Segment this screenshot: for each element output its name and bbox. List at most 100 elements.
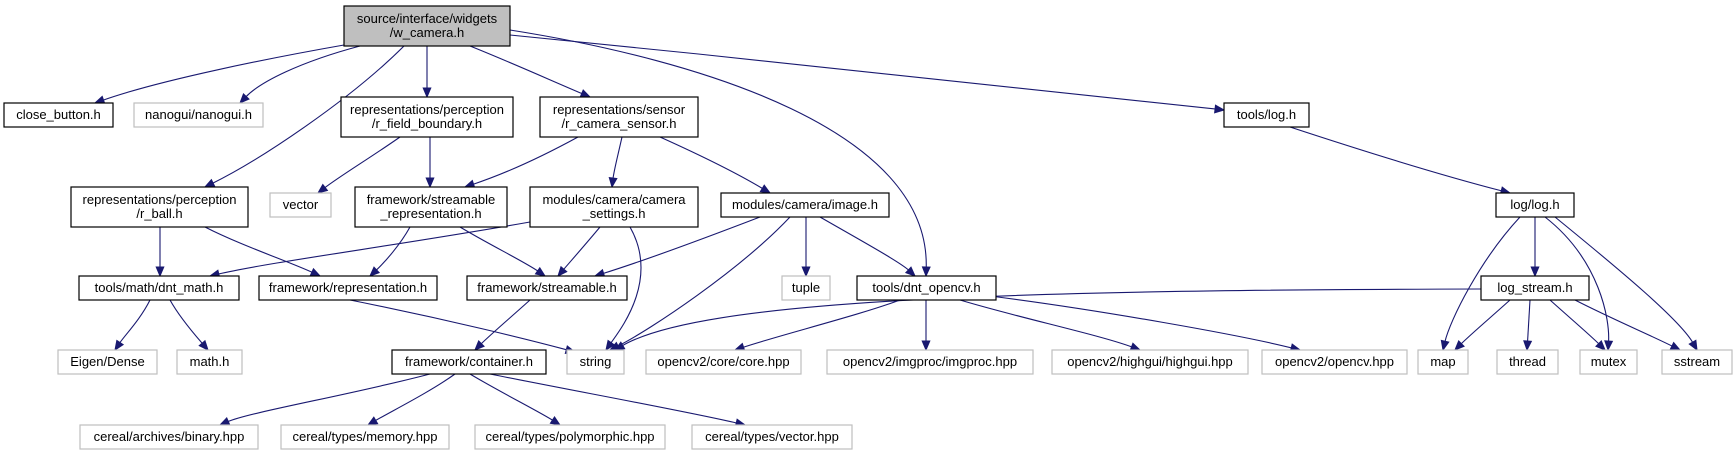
node-streamable[interactable]: framework/streamable.h	[466, 275, 628, 301]
edge-camera_settings-to-string	[605, 226, 642, 352]
node-box	[566, 349, 625, 375]
node-close-button[interactable]: close_button.h	[3, 102, 114, 128]
node-r-camera-sensor[interactable]: representations/sensor/r_camera_sensor.h	[539, 96, 699, 138]
node-box	[258, 275, 438, 301]
node-box	[340, 96, 514, 138]
node-label-line: framework/container.h	[405, 354, 533, 369]
edge-arrowhead	[921, 340, 931, 352]
node-box	[529, 186, 699, 228]
edge-image-to-string	[608, 216, 791, 351]
edge-arrowhead	[921, 266, 931, 278]
edge-log_log-to-sstream	[1554, 216, 1698, 352]
node-label-line: close_button.h	[16, 107, 101, 122]
edge-image-to-tuple	[801, 217, 811, 278]
edge-line	[217, 221, 531, 275]
edge-r_field_boundary-to-streamable_representation	[425, 137, 435, 189]
edge-camera_settings-to-streamable	[557, 226, 601, 277]
node-image[interactable]: modules/camera/image.h	[720, 192, 890, 218]
node-label-line: framework/streamable	[367, 192, 496, 207]
edge-arrowhead	[1669, 341, 1682, 351]
node-binary-hpp: cereal/archives/binary.hpp	[79, 424, 259, 450]
node-label-line: modules/camera/image.h	[732, 197, 878, 212]
node-polymorphic-hpp: cereal/types/polymorphic.hpp	[474, 424, 666, 450]
node-label-line: framework/representation.h	[269, 280, 427, 295]
node-r-ball[interactable]: representations/perception/r_ball.h	[70, 186, 249, 228]
node-label-line: _representation.h	[379, 206, 481, 221]
node-label-line: tuple	[792, 280, 820, 295]
edge-log_log-to-map	[1440, 216, 1521, 352]
edge-dnt_opencv-to-core_hpp	[733, 299, 901, 352]
node-r-field-boundary[interactable]: representations/perception/r_field_bound…	[340, 96, 514, 138]
node-camera-settings[interactable]: modules/camera/camera_settings.h	[529, 186, 699, 228]
node-label-line: sstream	[1674, 354, 1720, 369]
node-box	[691, 424, 853, 450]
edge-log_stream-to-thread	[1523, 299, 1533, 352]
edge-line	[349, 299, 568, 351]
node-label-line: map	[1430, 354, 1455, 369]
edge-w_camera-to-dnt_opencv	[509, 29, 931, 278]
node-dnt-opencv[interactable]: tools/dnt_opencv.h	[856, 275, 997, 301]
edge-r_camera_sensor-to-image	[659, 136, 772, 194]
node-label-line: /r_ball.h	[136, 206, 182, 221]
node-w-camera[interactable]: source/interface/widgets/w_camera.h	[343, 5, 511, 47]
node-highgui-hpp: opencv2/highgui/highgui.hpp	[1051, 349, 1249, 375]
node-representation[interactable]: framework/representation.h	[258, 275, 438, 301]
node-label-line: tools/log.h	[1237, 107, 1296, 122]
node-label-line: representations/perception	[350, 102, 504, 117]
edge-streamable-to-container	[474, 299, 531, 351]
node-vector: vector	[269, 192, 332, 218]
edge-arrowhead	[557, 265, 568, 277]
node-container[interactable]: framework/container.h	[391, 349, 547, 375]
edge-line	[1554, 216, 1694, 344]
node-tools-log[interactable]: tools/log.h	[1223, 102, 1310, 128]
node-label-line: opencv2/core/core.hpp	[657, 354, 789, 369]
edge-arrowhead	[366, 416, 379, 426]
edge-w_camera-to-r_camera_sensor	[469, 45, 592, 98]
node-dnt-math[interactable]: tools/math/dnt_math.h	[78, 275, 240, 301]
node-label-line: opencv2/imgproc/imgproc.hpp	[843, 354, 1017, 369]
edge-line	[375, 226, 411, 271]
edge-line	[489, 373, 738, 424]
edge-arrowhead	[218, 417, 231, 426]
node-nanogui: nanogui/nanogui.h	[133, 102, 264, 128]
node-label-line: /r_field_boundary.h	[372, 116, 482, 131]
node-log-stream[interactable]: log_stream.h	[1480, 275, 1590, 301]
node-box	[466, 275, 628, 301]
edge-line	[469, 45, 583, 95]
node-box	[280, 424, 450, 450]
edge-r_field_boundary-to-vector	[316, 136, 401, 194]
edge-line	[509, 29, 927, 269]
edge-dnt_opencv-to-imgproc_hpp	[921, 300, 931, 352]
node-core-hpp: opencv2/core/core.hpp	[645, 349, 802, 375]
edge-line	[1289, 126, 1503, 192]
edge-line	[118, 299, 151, 344]
node-box	[1223, 102, 1310, 128]
edge-log_log-to-log_stream	[1530, 216, 1540, 278]
node-box	[1495, 192, 1575, 218]
node-box	[391, 349, 547, 375]
edge-arrowhead	[1688, 339, 1698, 352]
edge-line	[102, 44, 345, 101]
edge-r_camera_sensor-to-camera_settings	[608, 136, 623, 189]
node-box	[78, 275, 240, 301]
edge-line	[989, 295, 1293, 349]
edge-line	[602, 216, 761, 275]
node-box	[539, 96, 699, 138]
edge-log_stream-to-mutex	[1549, 299, 1606, 351]
edge-arrowhead	[613, 341, 626, 351]
edge-log_stream-to-sstream	[1574, 299, 1682, 351]
edge-arrowhead	[369, 266, 381, 277]
node-label-line: opencv2/opencv.hpp	[1275, 354, 1394, 369]
node-label-line: math.h	[190, 354, 230, 369]
node-box	[781, 275, 831, 301]
edge-r_ball-to-dnt_math	[155, 226, 165, 278]
node-box	[343, 5, 511, 47]
edge-w_camera-to-close_button	[93, 44, 345, 105]
edge-line	[245, 45, 361, 98]
edge-line	[959, 299, 1133, 348]
node-log-log[interactable]: log/log.h	[1495, 192, 1575, 218]
edge-arrowhead	[422, 87, 432, 99]
node-streamable-representation[interactable]: framework/streamable_representation.h	[354, 186, 508, 228]
edge-r_camera_sensor-to-streamable_representation	[463, 136, 579, 189]
